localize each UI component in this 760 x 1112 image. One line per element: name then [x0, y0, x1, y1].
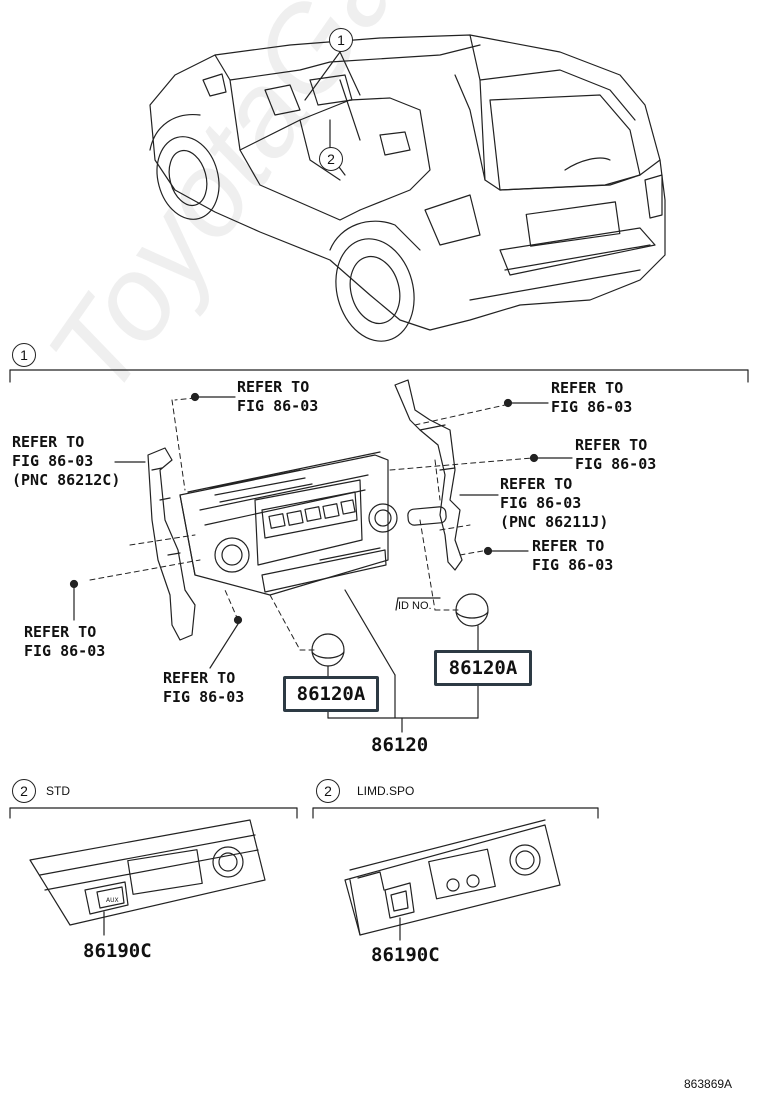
part-86120a-left[interactable]: 86120A [283, 676, 379, 712]
callout-2: 2 [319, 147, 343, 171]
section2-std-title: STD [46, 784, 70, 798]
refer-right-86211j[interactable]: REFER TO FIG 86-03 (PNC 86211J) [500, 475, 609, 531]
figure-id: 863869A [684, 1077, 733, 1091]
part-86190c-limd[interactable]: 86190C [371, 944, 440, 966]
section1-bracket [9, 369, 749, 383]
limd-switch-panel [344, 819, 561, 941]
refer-top-right-1[interactable]: REFER TO FIG 86-03 [551, 379, 633, 416]
refer-right-3[interactable]: REFER TO FIG 86-03 [532, 537, 614, 574]
callout-1: 1 [329, 28, 353, 52]
section2-limd-marker: 2 [316, 779, 340, 803]
refer-bottom-left[interactable]: REFER TO FIG 86-03 [24, 623, 106, 660]
part-86120a-right[interactable]: 86120A [434, 650, 532, 686]
refer-top-left[interactable]: REFER TO FIG 86-03 [237, 378, 319, 415]
std-switch-panel [29, 819, 266, 936]
refer-bottom-center[interactable]: REFER TO FIG 86-03 [163, 669, 245, 706]
head-unit-drawing [69, 379, 573, 733]
std-switch-text: AUX [106, 897, 119, 904]
refer-left-86212c[interactable]: REFER TO FIG 86-03 (PNC 86212C) [12, 433, 121, 489]
part-86190c-std[interactable]: 86190C [83, 940, 152, 962]
section1-marker: 1 [12, 343, 36, 367]
section2-limd-title: LIMD.SPO [357, 784, 415, 798]
id-no-label: ID NO. [398, 600, 432, 612]
part-86120[interactable]: 86120 [371, 734, 429, 756]
vehicle-illustration [149, 34, 666, 342]
section2-std-marker: 2 [12, 779, 36, 803]
section2-brackets [9, 807, 599, 819]
refer-top-right-2[interactable]: REFER TO FIG 86-03 [575, 436, 657, 473]
